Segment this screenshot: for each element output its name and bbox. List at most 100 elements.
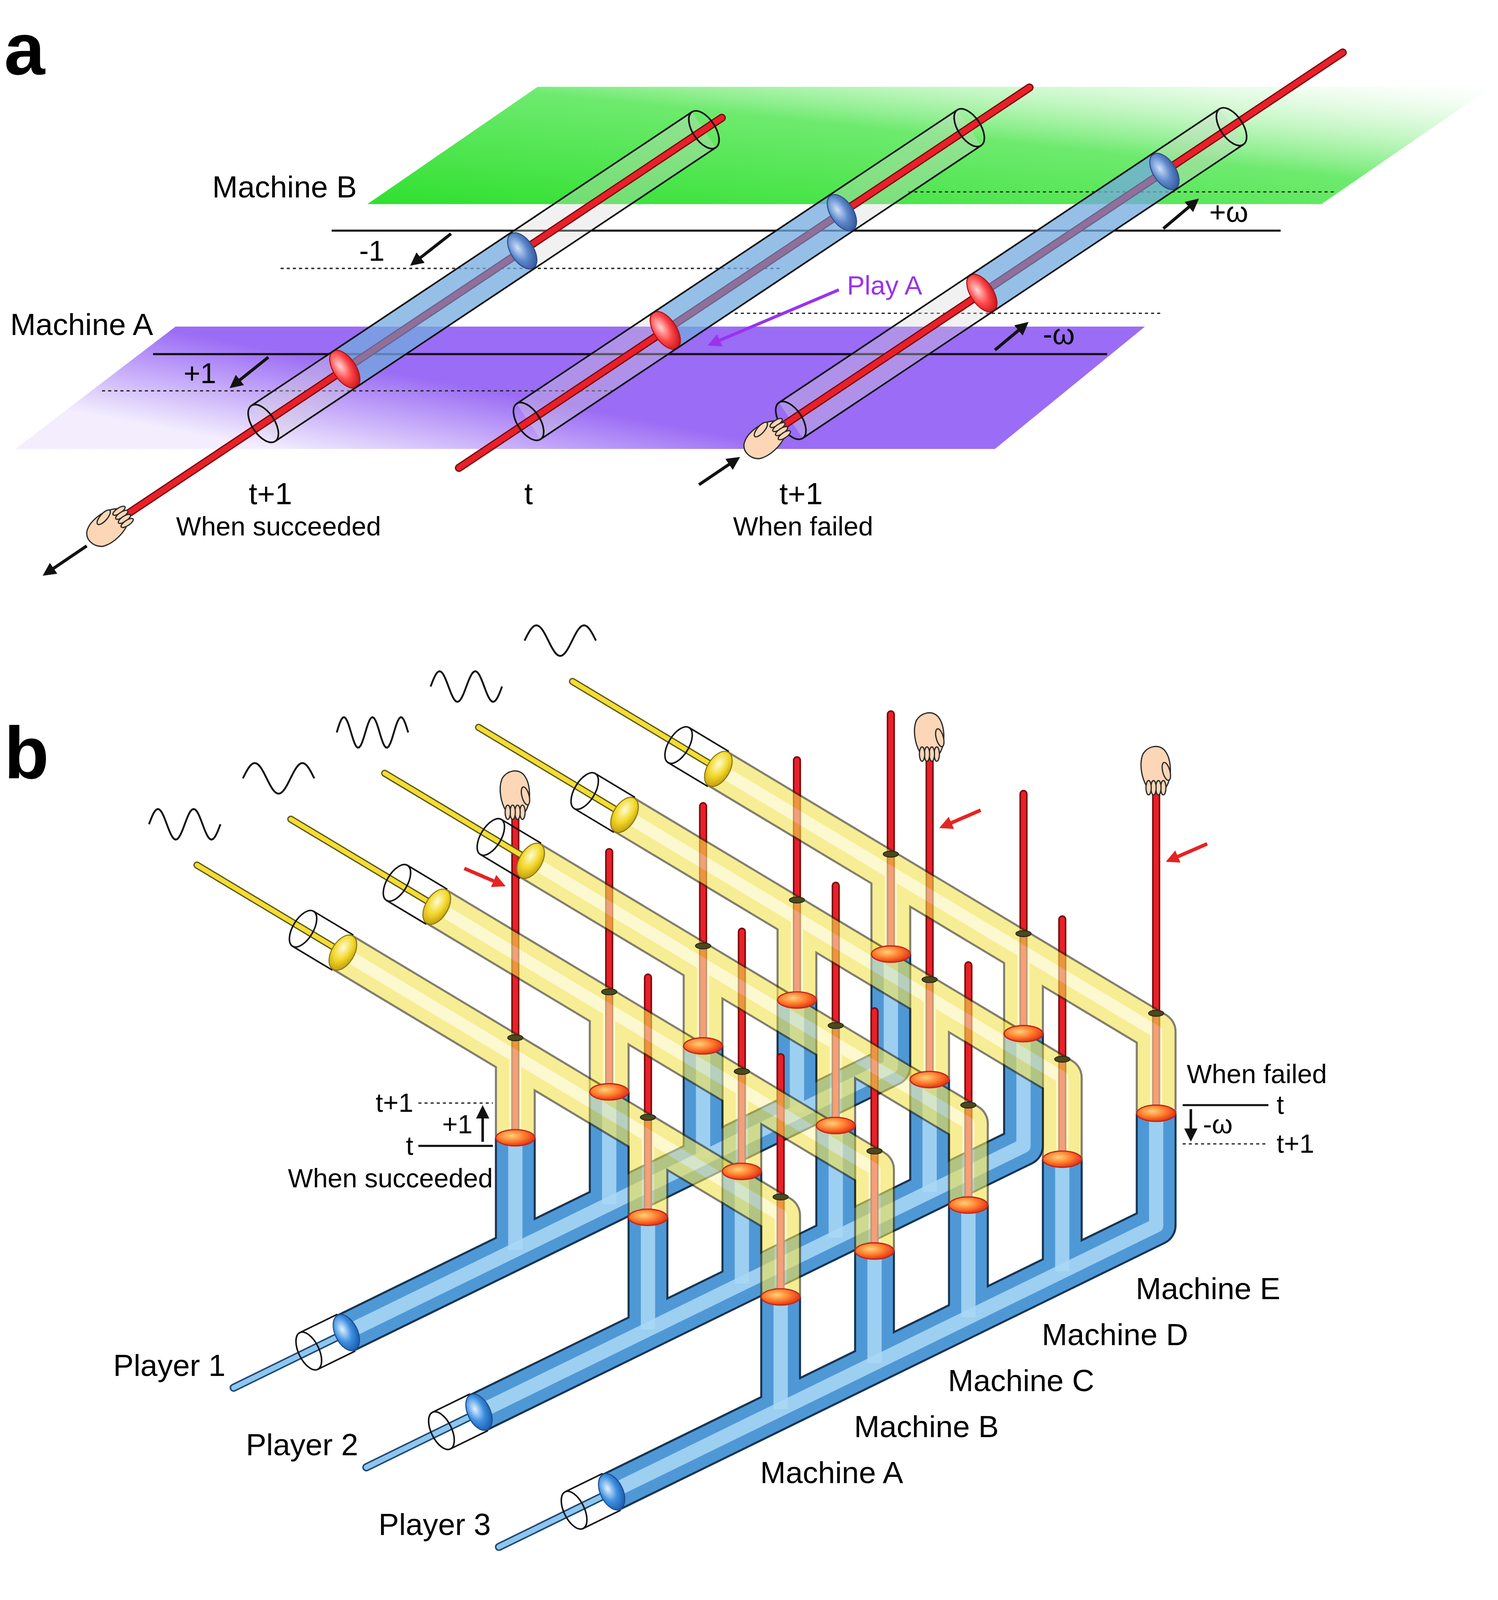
pipe (762, 1297, 799, 1410)
hand-thumb (94, 508, 113, 527)
cylinder-rim (659, 722, 698, 768)
push-arrow (942, 810, 981, 827)
player-piston (592, 1469, 631, 1515)
fluid (653, 194, 854, 349)
coupling-disc (1042, 1151, 1082, 1168)
machine-piston-group (148, 808, 363, 976)
rod-outline (499, 1492, 612, 1548)
coupling-disc (777, 992, 817, 1009)
value-change: -ω (1203, 1109, 1233, 1139)
cylinder-edge (292, 946, 333, 971)
value-change: +1 (183, 357, 217, 390)
coupling-disc (949, 1197, 988, 1214)
pipe (1041, 1159, 1083, 1272)
seal-ring (866, 1148, 882, 1155)
rod-outline (366, 1412, 479, 1468)
pipe (1043, 1159, 1081, 1272)
pipe (629, 1217, 667, 1330)
coupling-disc (722, 1163, 762, 1180)
coupling-disc (854, 1243, 894, 1260)
pipe (949, 1205, 987, 1318)
hand (914, 712, 946, 762)
cylinder-rim (682, 105, 726, 154)
player-rod (366, 1412, 479, 1468)
machine-piston-group (524, 625, 739, 792)
pipe (343, 952, 781, 1298)
panel-b (148, 625, 1269, 1547)
pipe (854, 1251, 896, 1364)
cylinder-edge (313, 911, 354, 936)
play-arrow (711, 289, 839, 344)
hand-finger (776, 429, 792, 442)
machine-piston (605, 792, 645, 838)
seal-ring (789, 897, 805, 904)
oscillation-wave (148, 808, 221, 840)
machine-name: Machine D (1041, 1317, 1189, 1352)
pipe (718, 768, 1156, 1114)
rod-outline (459, 87, 1030, 468)
cylinder-edge (778, 108, 1220, 403)
level-line-dashed (1182, 1143, 1269, 1145)
pipe (497, 1137, 534, 1250)
machine-name: Machine A (760, 1455, 904, 1490)
hand-thumb (519, 786, 532, 806)
coupling-disc (628, 1209, 668, 1226)
oscillation-wave (430, 671, 503, 703)
hand (500, 770, 532, 820)
pipe (627, 1217, 669, 1330)
hand-finger (1146, 780, 1152, 795)
coupling-disc (871, 946, 911, 963)
pipe (509, 1056, 522, 1138)
cylinder-rim (471, 814, 511, 860)
cylinder-edge (480, 854, 520, 879)
outcome-note: When failed (1186, 1059, 1327, 1090)
panel-letter: b (4, 712, 49, 794)
oscillation-wave (336, 717, 409, 748)
cylinder-edge (407, 865, 448, 890)
cylinder-rim (948, 103, 991, 152)
pipe (530, 860, 969, 1206)
piston-rod (459, 87, 1030, 468)
panel-letter: a (4, 8, 46, 90)
cylinder (108, 100, 734, 537)
machine-name: Machine E (1135, 1271, 1281, 1306)
seal-ring (883, 851, 899, 858)
seal-ring (960, 1102, 977, 1109)
seal-ring (695, 943, 711, 950)
hand-finger (505, 805, 511, 820)
machine-rod (290, 819, 437, 907)
pipe (640, 1217, 656, 1330)
cylinder-rim (565, 768, 604, 814)
pipe (343, 952, 781, 1298)
pipe (948, 1205, 990, 1318)
time-step: t+1 (375, 1088, 414, 1118)
machine-rod (572, 681, 719, 769)
machine-piston (417, 884, 457, 930)
machine-piston-group (430, 671, 645, 838)
hand-palm (738, 417, 788, 465)
push-arrow (464, 868, 502, 885)
cylinder-edge (667, 762, 708, 787)
pipe (884, 872, 898, 955)
seal-ring (773, 1193, 789, 1201)
cylinder-body (778, 108, 1244, 439)
outcome-note: When succeeded (287, 1164, 493, 1194)
pipe (530, 860, 969, 1206)
outcome-note: When failed (732, 511, 874, 541)
player-rod (499, 1492, 612, 1548)
player-piston (327, 1310, 366, 1355)
pipe (773, 1297, 788, 1410)
cylinder-edge (432, 1394, 471, 1413)
cylinder-edge (540, 145, 982, 440)
cylinder-edge (565, 1473, 603, 1493)
change-arrow (1163, 200, 1196, 229)
machine-piston (323, 930, 363, 976)
change-arrow (481, 1109, 485, 1142)
pipe (436, 906, 875, 1252)
pipe (436, 906, 875, 1252)
piston (960, 269, 1004, 318)
time-step: t (405, 1131, 414, 1161)
rod-outline (886, 714, 895, 955)
player-name: Player 3 (378, 1507, 491, 1542)
time-step: t+1 (248, 477, 293, 512)
